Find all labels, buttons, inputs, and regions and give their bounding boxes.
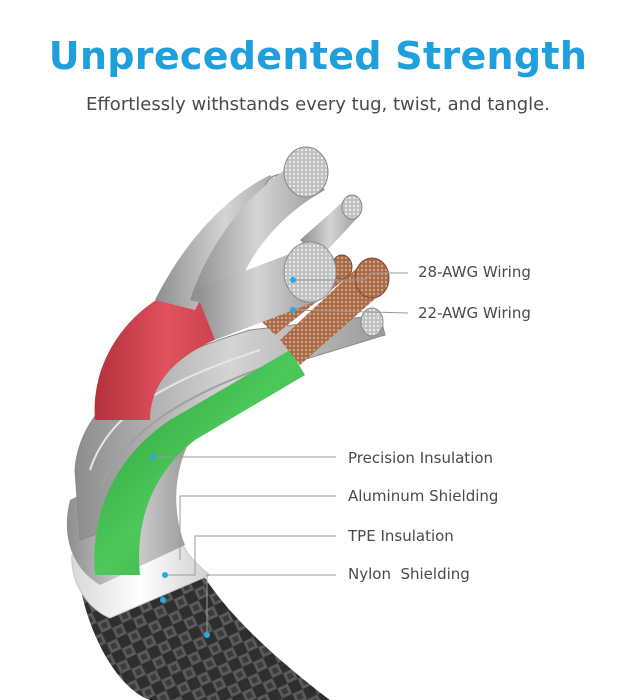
leader-aluminum [179,495,336,560]
leader-awg28 [293,272,408,281]
awg28-strand-end-main [283,241,337,303]
leader-awg22 [292,309,409,314]
callout-22awg-wiring: 22-AWG Wiring [418,304,531,322]
green-insulated-wire [94,350,305,575]
callout-nylon-shielding: Nylon Shielding [348,565,470,583]
red-insulated-wire [94,280,241,420]
callout-precision-insulation: Precision Insulation [348,449,494,467]
leader-nylon [206,574,336,635]
leader-lines [153,272,409,635]
leader-dots [150,277,296,638]
page-subtitle: Effortlessly withstands every tug, twist… [86,94,550,115]
awg28-strand-end-top [283,146,329,198]
callout-tpe-insulation: TPE Insulation [348,527,454,545]
page-title: Unprecedented Strength [48,34,588,78]
callout-aluminum-shielding: Aluminum Shielding [348,487,499,505]
awg28-top-bundle [190,160,325,310]
callout-28awg-wiring: 28-AWG Wiring [418,263,531,281]
leader-tpe [165,535,336,576]
